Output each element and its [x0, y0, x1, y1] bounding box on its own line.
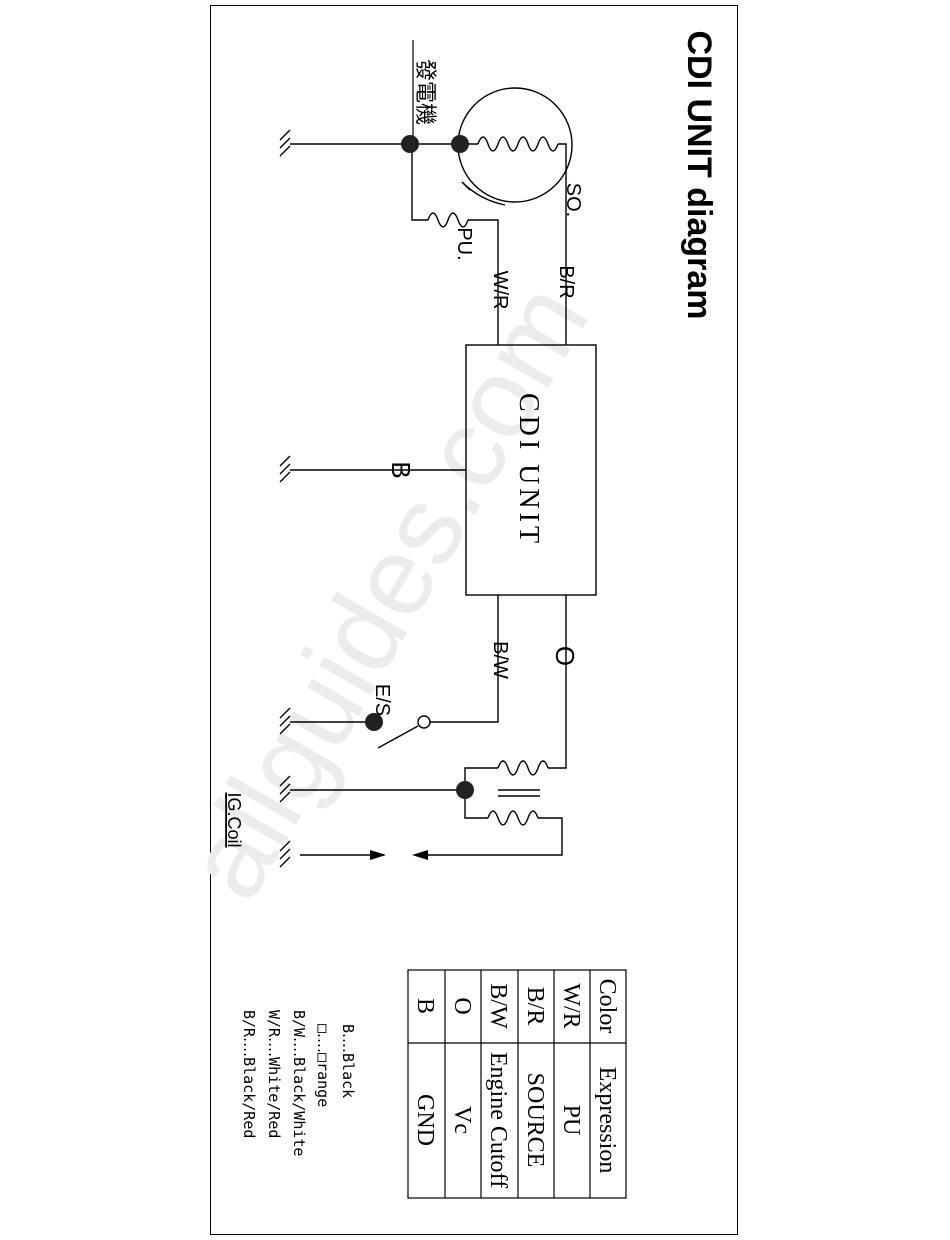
spark-arrow-icon — [412, 850, 428, 860]
so-label: SO. — [562, 183, 584, 217]
table-header-expression: Expression — [594, 1067, 620, 1174]
table-cell: SOURCE — [522, 1073, 548, 1168]
table-cell: B — [412, 998, 438, 1014]
wire-o-label: O — [550, 646, 580, 666]
table-cell: O — [449, 997, 475, 1014]
pulser-coil — [428, 213, 468, 227]
source-coil — [478, 137, 558, 151]
legend-item: B‥‥Black — [339, 1024, 357, 1098]
wire-wr-label: W/R — [489, 271, 511, 310]
legend-item: □‥‥□range — [314, 1024, 332, 1107]
table-cell: W/R — [558, 983, 584, 1028]
table-cell: PU — [558, 1105, 584, 1136]
wire-b-label: B — [386, 461, 416, 478]
page-title: CDI UNIT diagram — [680, 30, 718, 319]
generator-label: 發電機 — [412, 59, 437, 125]
table-cell: Engine Cutoff — [485, 1052, 511, 1188]
legend-item: W/R‥‥White/Red — [265, 1010, 283, 1138]
table-cell: B/R — [522, 987, 548, 1026]
table-cell: GND — [412, 1094, 438, 1146]
junction-dot — [401, 135, 419, 153]
table-header-color: Color — [594, 979, 620, 1034]
es-label: E/S — [371, 684, 393, 716]
cdi-unit-label: CDI UNIT — [513, 393, 544, 547]
wire-bw-label: B/W — [489, 641, 511, 679]
pu-label: PU. — [453, 227, 475, 260]
table-cell: B/W — [485, 983, 511, 1029]
junction-dot — [456, 781, 474, 799]
table-cell: Vc — [449, 1106, 475, 1134]
ig-primary-coil — [498, 761, 548, 775]
ig-coil-label: IG.Coil — [224, 792, 244, 847]
junction-dot — [451, 135, 469, 153]
wire-br-label: B/R — [555, 265, 577, 298]
legend-item: B/W‥‥Black/White — [290, 1010, 308, 1156]
generator-circle — [458, 88, 572, 202]
legend-item: B/R‥‥Black/Red — [240, 1010, 258, 1138]
color-table — [408, 970, 626, 1198]
spark-arrow-icon — [370, 850, 386, 860]
